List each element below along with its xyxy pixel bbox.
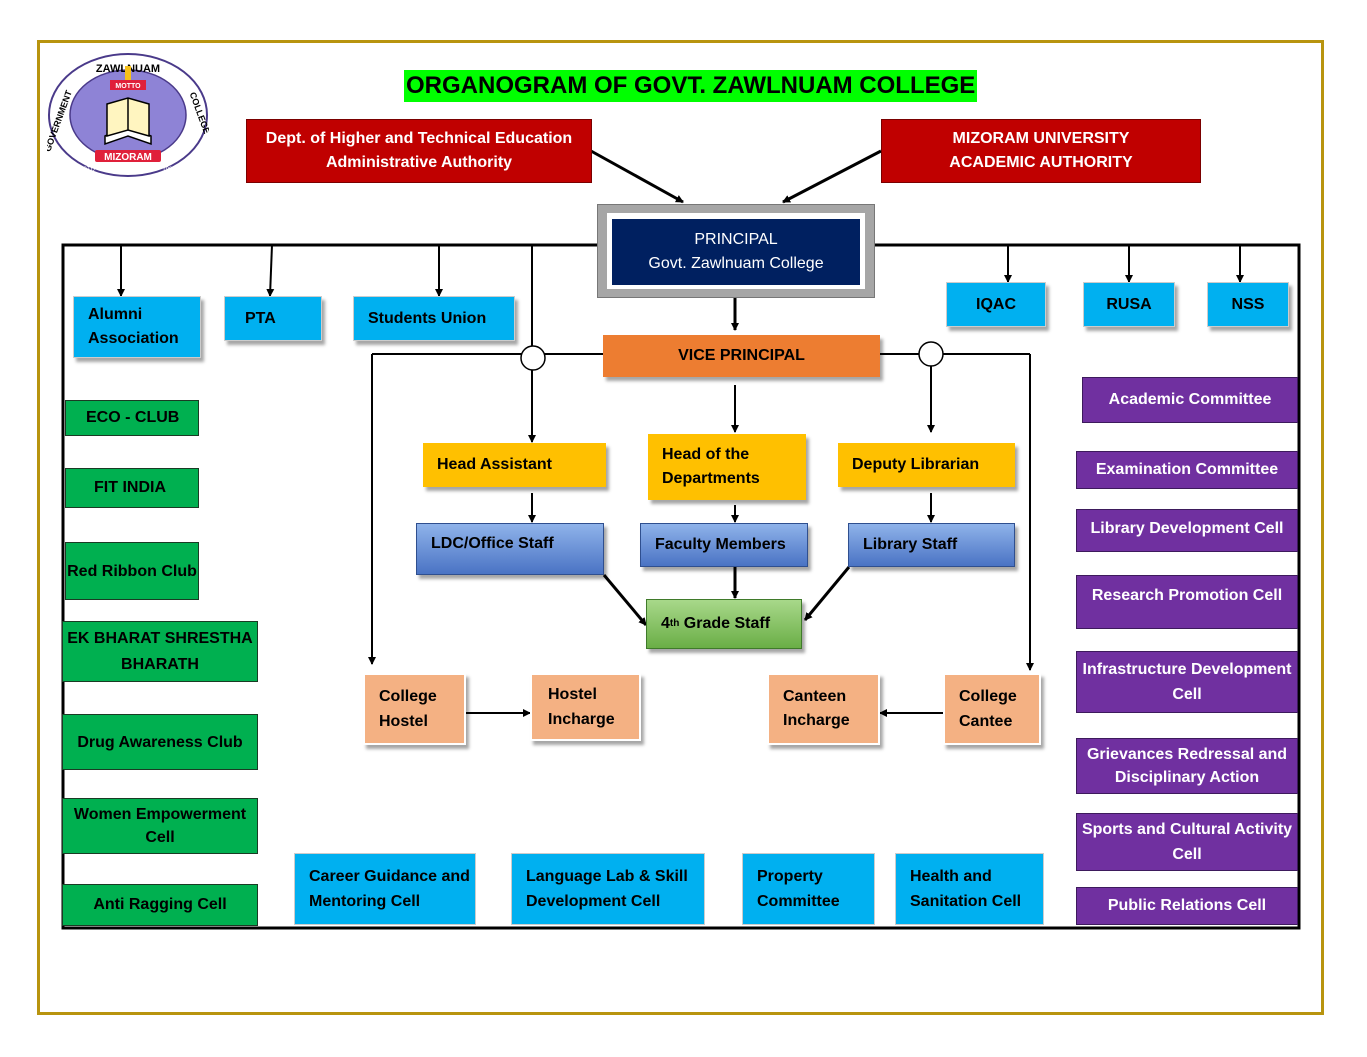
principal-line2: Govt. Zawlnuam College <box>648 255 824 272</box>
dept-line2: Administrative Authority <box>325 154 513 171</box>
eco-club-box: ECO - CLUB <box>65 400 199 436</box>
head-assistant-box: Head Assistant <box>423 443 606 487</box>
red-ribbon-club-box: Red Ribbon Club <box>65 542 199 600</box>
drug-awareness-club-box: Drug Awareness Club <box>62 714 258 770</box>
dept-line1: Dept. of Higher and Technical Education <box>265 130 573 147</box>
examination-committee-box: Examination Committee <box>1076 451 1298 489</box>
canteen-incharge-box: Canteen Incharge <box>767 673 880 745</box>
faculty-members-box: Faculty Members <box>640 523 808 567</box>
dept-higher-education-box: Dept. of Higher and Technical Education … <box>246 119 592 183</box>
women-empowerment-cell-box: Women Empowerment Cell <box>62 798 258 854</box>
library-staff-box: Library Staff <box>848 523 1015 567</box>
academic-committee-box: Academic Committee <box>1082 377 1298 423</box>
principal-box: PRINCIPAL Govt. Zawlnuam College <box>612 219 860 285</box>
fourth-grade-label: Grade Staff <box>679 615 771 632</box>
logo-motto: MOTTO <box>115 83 141 90</box>
property-committee-box: Property Committee <box>742 853 875 925</box>
page-title: ORGANOGRAM OF GOVT. ZAWLNUAM COLLEGE <box>404 70 978 102</box>
page-frame <box>37 40 1324 1015</box>
fourth-grade-number: 4 <box>661 615 670 632</box>
sports-cultural-activity-cell-box: Sports and Cultural Activity Cell <box>1076 813 1298 871</box>
research-promotion-cell-box: Research Promotion Cell <box>1076 575 1298 629</box>
hod-box: Head of the Departments <box>648 434 806 500</box>
fit-india-box: FIT INDIA <box>65 468 199 508</box>
principal-line1: PRINCIPAL <box>694 231 778 248</box>
hostel-incharge-box: Hostel Incharge <box>530 673 641 741</box>
deputy-librarian-box: Deputy Librarian <box>838 443 1015 487</box>
library-development-cell-box: Library Development Cell <box>1076 509 1298 552</box>
rusa-box: RUSA <box>1083 282 1175 327</box>
ldc-office-staff-box: LDC/Office Staff <box>416 523 604 575</box>
infrastructure-development-cell-box: Infrastructure Development Cell <box>1076 651 1298 713</box>
university-line1: MIZORAM UNIVERSITY <box>952 130 1130 147</box>
career-guidance-cell-box: Career Guidance and Mentoring Cell <box>294 853 476 925</box>
language-lab-cell-box: Language Lab & Skill Development Cell <box>511 853 705 925</box>
college-hostel-box: College Hostel <box>363 673 466 745</box>
students-union-box: Students Union <box>353 296 515 341</box>
logo-year: 1980 <box>162 167 176 173</box>
college-canteen-box: College Cantee <box>943 673 1041 745</box>
iqac-box: IQAC <box>946 282 1046 327</box>
university-line2: ACADEMIC AUTHORITY <box>949 154 1133 171</box>
health-sanitation-cell-box: Health and Sanitation Cell <box>895 853 1044 925</box>
nss-box: NSS <box>1207 282 1289 327</box>
pta-box: PTA <box>224 296 322 341</box>
mizoram-university-box: MIZORAM UNIVERSITY ACADEMIC AUTHORITY <box>881 119 1201 183</box>
logo-banner: MIZORAM <box>104 152 152 163</box>
alumni-association-box: Alumni Association <box>73 296 201 358</box>
college-logo: ZAWLNUAM GOVERNMENT COLLEGE MOTTO MIZORA… <box>47 53 209 177</box>
anti-ragging-cell-box: Anti Ragging Cell <box>62 884 258 926</box>
public-relations-cell-box: Public Relations Cell <box>1076 887 1298 925</box>
logo-estd: ESTD <box>79 167 96 173</box>
ek-bharat-box: EK BHARAT SHRESTHA BHARATH <box>62 621 258 682</box>
grievances-redressal-box: Grievances Redressal and Disciplinary Ac… <box>1076 738 1298 794</box>
fourth-grade-suffix: th <box>669 618 680 629</box>
vice-principal-box: VICE PRINCIPAL <box>603 335 880 377</box>
